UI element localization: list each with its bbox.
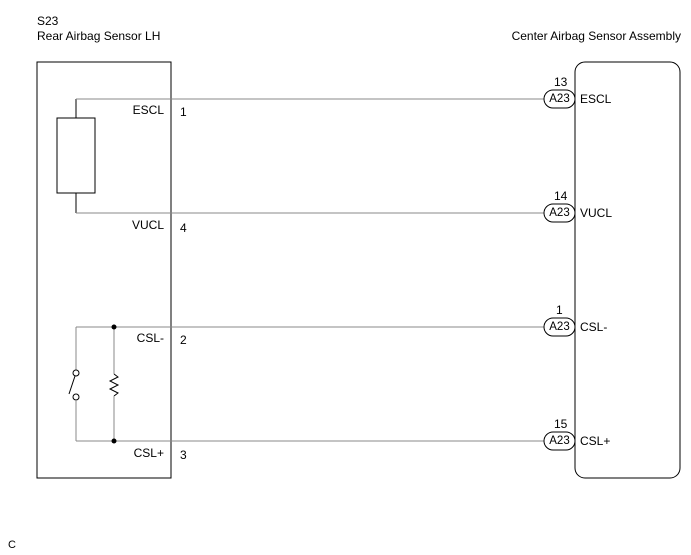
right-signal-vucl: VUCL	[580, 206, 613, 220]
right-pin-13: 13	[554, 75, 568, 89]
rear-airbag-sensor-box	[36, 61, 172, 479]
left-pin-4: 4	[180, 221, 187, 235]
left-component-name: Rear Airbag Sensor LH	[37, 29, 161, 43]
connector-code-4: A23	[549, 435, 570, 447]
right-component-name: Center Airbag Sensor Assembly	[511, 29, 681, 43]
left-signal-vucl: VUCL	[131, 218, 164, 232]
sensor-element	[56, 117, 96, 194]
left-signal-csl-minus: CSL-	[136, 331, 164, 345]
junction-dot-bottom	[111, 438, 117, 444]
footer-code: C	[8, 539, 16, 551]
connector-code-2: A23	[549, 207, 570, 219]
right-signal-escl: ESCL	[580, 92, 612, 106]
left-signal-csl-plus: CSL+	[133, 446, 164, 460]
left-signal-escl: ESCL	[132, 103, 164, 117]
switch-blade	[68, 375, 76, 395]
left-pin-1: 1	[180, 105, 187, 119]
right-pin-14: 14	[554, 189, 568, 203]
junction-dot-top	[111, 324, 117, 330]
right-signal-csl-plus: CSL+	[580, 434, 611, 448]
connector-oval-1	[543, 89, 576, 109]
center-airbag-sensor-box	[574, 61, 681, 479]
connector-code-3: A23	[549, 321, 570, 333]
left-pin-3: 3	[180, 448, 187, 462]
right-pin-1: 1	[556, 303, 563, 317]
connector-code-1: A23	[549, 93, 570, 105]
left-component-code: S23	[37, 14, 59, 28]
right-signal-csl-minus: CSL-	[580, 320, 608, 334]
connector-oval-4	[543, 431, 576, 451]
connector-oval-2	[543, 203, 576, 223]
switch-contact-top	[72, 369, 80, 377]
switch-contact-bottom	[72, 393, 80, 401]
resistor-zigzag	[108, 373, 120, 397]
right-pin-15: 15	[554, 417, 568, 431]
connector-oval-3	[543, 317, 576, 337]
left-pin-2: 2	[180, 333, 187, 347]
